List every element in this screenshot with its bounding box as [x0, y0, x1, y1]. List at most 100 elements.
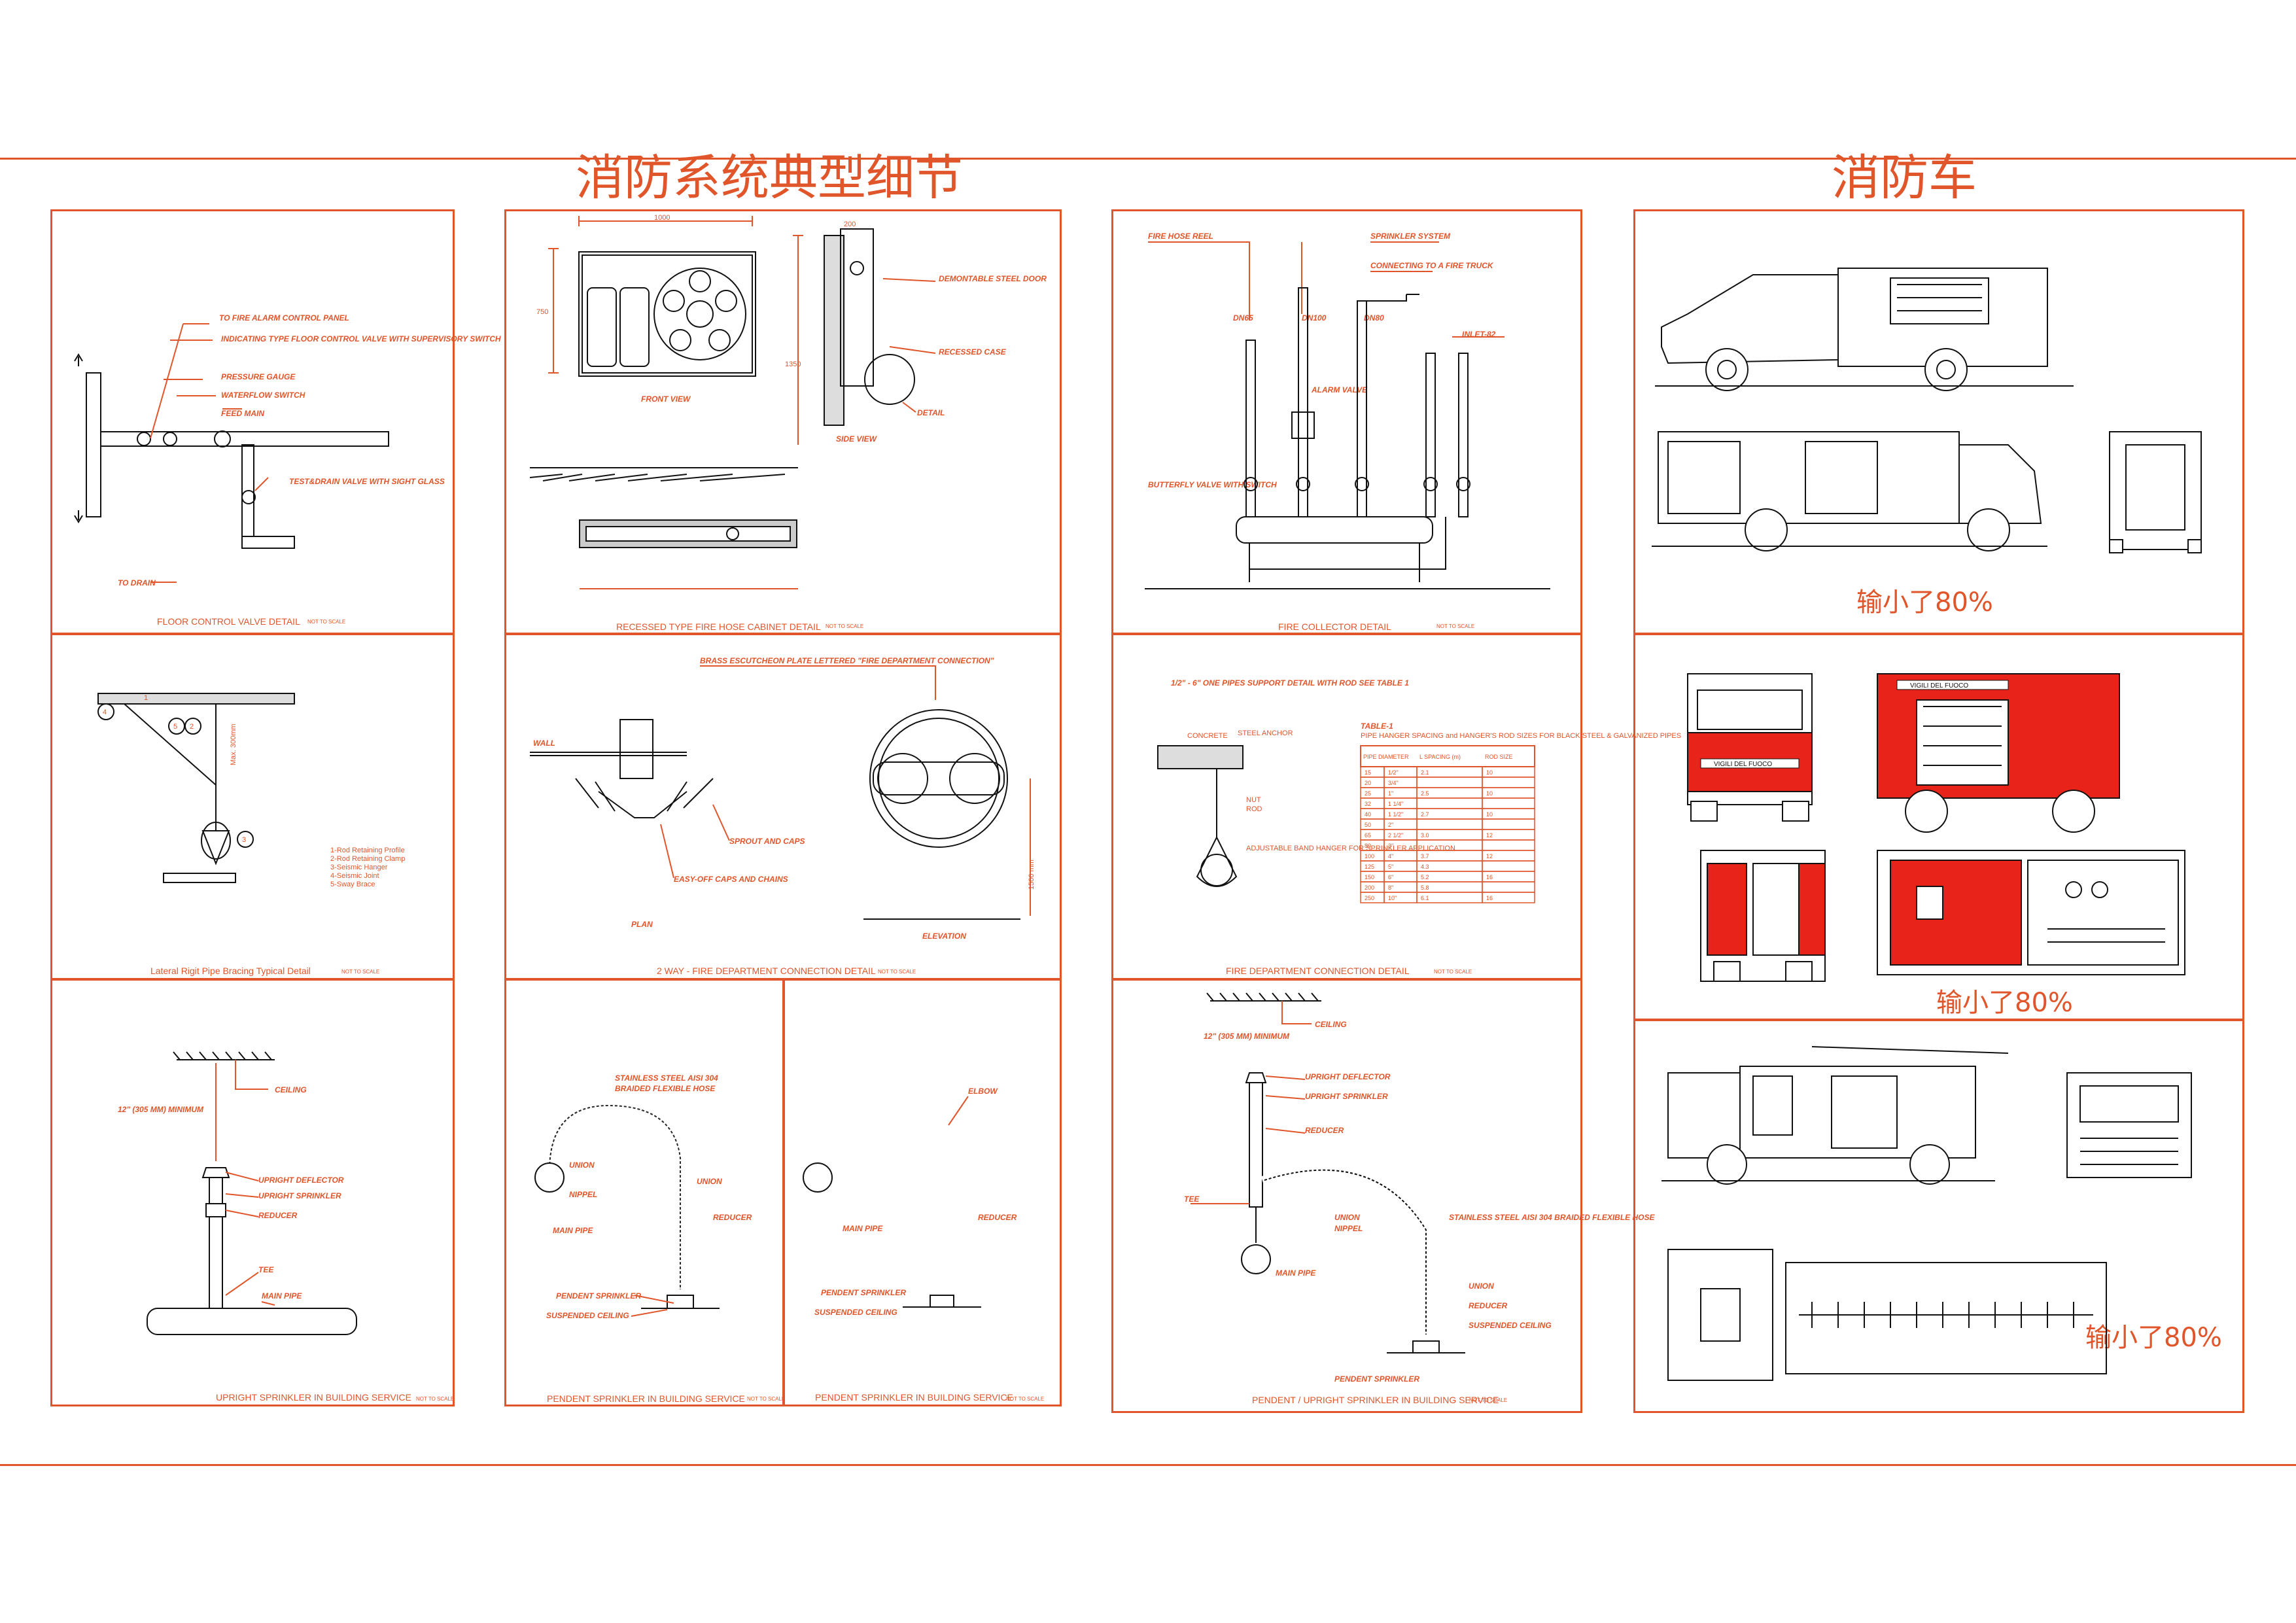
truck-panel-1-drawing	[1652, 268, 2202, 553]
table-cell: 6.1	[1421, 895, 1429, 901]
table-cell: 1 1/4"	[1388, 801, 1403, 807]
upright-sprinkler-drawing: CEILING 12" (305 mm) MINIMUM UPRIGHT DEF…	[118, 1051, 357, 1335]
table-cell: 5.2	[1421, 874, 1429, 881]
p8-label-hose: BRAIDED FLEXIBLE HOSE	[615, 1084, 716, 1093]
p4-num-1: 1	[144, 694, 148, 702]
p10-label-reducer: REDUCER	[1305, 1126, 1344, 1135]
p1-label-5: TEST&DRAIN VALVE WITH SIGHT GLASS	[289, 477, 445, 486]
panel-pendent-upright	[1111, 979, 1582, 1413]
table-cell: 10	[1486, 769, 1493, 776]
table-header-cell: PIPE DIAMETER	[1363, 754, 1409, 760]
table-cell: 3.7	[1421, 853, 1429, 860]
table-cell: 2.1	[1421, 769, 1429, 776]
p10-label-pendent: PENDENT SPRINKLER	[1334, 1374, 1419, 1384]
note-p3: NOT TO SCALE	[1436, 623, 1475, 629]
table-cell: 2.7	[1421, 811, 1429, 818]
p10-label-nippel: NIPPEL	[1334, 1224, 1363, 1233]
p8-label-ss: STAINLESS STEEL AISI 304	[615, 1073, 718, 1083]
p2-label-door: DEMONTABLE STEEL DOOR	[939, 274, 1047, 283]
table-cell: 10"	[1388, 895, 1397, 901]
p4-num-3: 3	[242, 836, 246, 844]
pendent-sprinkler-1-drawing: STAINLESS STEEL AISI 304 BRAIDED FLEXIBL…	[534, 1073, 752, 1320]
truck-side-view-1	[1655, 268, 2074, 391]
table-cell: 10	[1486, 790, 1493, 797]
table-cell: 20	[1365, 780, 1371, 786]
table-header-cell: ROD SIZE	[1485, 754, 1513, 760]
table-cell: 12	[1486, 853, 1493, 860]
caption-pendent-2: PENDENT SPRINKLER IN BUILDING SERVICE	[815, 1392, 1013, 1403]
p4-legend-1: 2-Rod Retaining Clamp	[330, 855, 405, 863]
caption-hose-cabinet: RECESSED TYPE FIRE HOSE CABINET DETAIL	[616, 621, 821, 632]
p7-label-min: 12" (305 mm) MINIMUM	[118, 1105, 204, 1114]
table-cell: 65	[1365, 832, 1371, 839]
p2-side-view: SIDE VIEW	[836, 434, 878, 444]
caption-pendent-1: PENDENT SPRINKLER IN BUILDING SERVICE	[547, 1393, 745, 1404]
plate-text-side: VIGILI DEL FUOCO	[1910, 682, 1968, 689]
note-p2: NOT TO SCALE	[826, 623, 864, 629]
p8-label-main: MAIN PIPE	[553, 1226, 593, 1235]
p8-label-reducer: REDUCER	[713, 1213, 752, 1222]
caption-floor-control-valve: FLOOR CONTROL VALVE DETAIL	[157, 616, 300, 627]
p2-dim-1000: 1000	[654, 214, 670, 222]
p9-label-pendent: PENDENT SPRINKLER	[821, 1288, 906, 1297]
p10-label-ceiling2: SUSPENDED CEILING	[1469, 1321, 1552, 1330]
two-way-connection-drawing: BRASS ESCUTCHEON PLATE LETTERED "FIRE DE…	[530, 656, 1035, 941]
pendent-sprinkler-2-drawing: ELBOW MAIN PIPE REDUCER PENDENT SPRINKLE…	[803, 1087, 1017, 1317]
truck-rear-view	[2109, 431, 2202, 553]
note-p6: NOT TO SCALE	[1434, 969, 1472, 975]
table-cell: 2"	[1388, 822, 1393, 828]
note-p9: NOT TO SCALE	[1006, 1396, 1045, 1402]
p4-max: Max. 300mm	[230, 724, 237, 765]
table-cell: 25	[1365, 790, 1371, 797]
p5-label-caps: EASY-OFF CAPS AND CHAINS	[674, 875, 788, 884]
p6-label-band: ADJUSTABLE BAND HANGER FOR SPRINKLER APP…	[1246, 845, 1455, 852]
table-cell: 2 1/2"	[1388, 832, 1403, 839]
p6-header: 1/2" - 6" ONE PIPES SUPPORT DETAIL WITH …	[1171, 678, 1409, 688]
p1-label-0: TO FIRE ALARM CONTROL PANEL	[219, 313, 349, 323]
p7-label-reducer: REDUCER	[258, 1211, 298, 1220]
table-cell: 3/4"	[1388, 780, 1399, 786]
truck-front-2	[2066, 1072, 2192, 1178]
caption-2way: 2 WAY - FIRE DEPARTMENT CONNECTION DETAI…	[657, 966, 876, 976]
p6-label-concrete: CONCRETE	[1187, 732, 1228, 740]
p4-legend-3: 4-Seismic Joint	[330, 872, 379, 880]
outer-border	[0, 158, 2296, 1466]
table-cell: 3.0	[1421, 832, 1429, 839]
note-p5: NOT TO SCALE	[878, 969, 916, 975]
table-cell: 40	[1365, 811, 1371, 818]
p6-table-title: TABLE-1	[1361, 722, 1393, 731]
p3-label-dn65: DN65	[1233, 313, 1253, 323]
panel-upright-sprinkler	[50, 979, 455, 1406]
p2-label-case: RECESSED CASE	[939, 347, 1007, 357]
red-truck-side: VIGILI DEL FUOCO	[1877, 673, 2120, 833]
p4-num-5: 5	[173, 723, 177, 731]
table-cell: 16	[1486, 874, 1493, 881]
truck-plan-2	[1667, 1249, 2107, 1381]
p4-num-4: 4	[103, 708, 107, 716]
p2-label-detail: DETAIL	[917, 408, 945, 417]
floor-control-valve-drawing: TO FIRE ALARM CONTROL PANEL INDICATING T…	[74, 313, 501, 587]
p10-label-deflector: UPRIGHT DEFLECTOR	[1305, 1072, 1391, 1081]
pendent-upright-drawing: CEILING 12" (305 mm) MINIMUM UPRIGHT DEF…	[1184, 992, 1655, 1384]
p3-label-dn80: DN80	[1364, 313, 1384, 323]
p6-table-sub: PIPE HANGER SPACING and HANGER'S ROD SIZ…	[1361, 732, 1681, 740]
p5-label-sprout: SPROUT AND CAPS	[729, 837, 805, 846]
table-cell: 4.3	[1421, 864, 1429, 870]
bracing-drawing: 4 1 5 2 3 Max. 300mm 1-Rod Retaining Pro…	[97, 693, 405, 888]
p10-label-ceiling: CEILING	[1315, 1020, 1347, 1029]
p3-label-alarm: ALARM VALVE	[1311, 385, 1368, 394]
p5-dim-1500: 1500 mm	[1028, 860, 1035, 890]
p10-label-tee: TEE	[1184, 1195, 1200, 1204]
caption-fdc: FIRE DEPARTMENT CONNECTION DETAIL	[1226, 966, 1410, 976]
table-cell: 15	[1365, 769, 1371, 776]
p9-label-reducer: REDUCER	[978, 1213, 1017, 1222]
p5-label-plan: PLAN	[631, 920, 653, 929]
p4-legend-2: 3-Seismic Hanger	[330, 864, 388, 871]
truck-side-ladder	[1661, 1046, 2009, 1185]
table-cell: 1 1/2"	[1388, 811, 1403, 818]
table-cell: 1/2"	[1388, 769, 1399, 776]
truck-panel-3-drawing	[1661, 1046, 2192, 1381]
table-cell: 6"	[1388, 874, 1393, 881]
